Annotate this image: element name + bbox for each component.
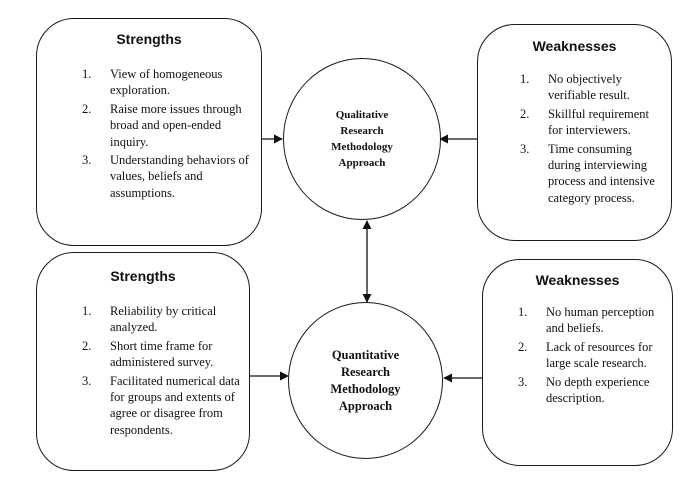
list-item: 3.Facilitated numerical data for groups … — [82, 373, 240, 437]
list-item: 1.No human perception and beliefs. — [518, 305, 655, 336]
list-item: 2.Lack of resources for large scale rese… — [518, 339, 653, 371]
list-item: 2.Skillful requirement for interviewers. — [520, 106, 650, 138]
list-item: 3.Understanding behaviors of values, bel… — [82, 153, 249, 200]
qualitative-approach-circle: Qualitative Research Methodology Approac… — [283, 58, 441, 220]
qualitative-approach-label: Qualitative Research Methodology Approac… — [331, 109, 393, 169]
qualitative-strengths-list: 1.View of homogeneous exploration. 2.Rai… — [82, 66, 262, 203]
list-item: 3.No depth experience description. — [518, 374, 650, 406]
quantitative-weaknesses-list: 1.No human perception and beliefs. 2.Lac… — [518, 304, 668, 408]
list-item: 1.View of homogeneous exploration. — [82, 67, 223, 98]
quantitative-approach-label: Quantitative Research Methodology Approa… — [330, 347, 401, 413]
qualitative-strengths-box: Strengths 1.View of homogeneous explorat… — [36, 18, 262, 246]
quantitative-strengths-box: Strengths 1.Reliability by critical anal… — [36, 252, 250, 471]
qualitative-weaknesses-title: Weaknesses — [532, 38, 617, 54]
list-item: 1.No objectively verifiable result. — [520, 72, 630, 103]
quantitative-strengths-title: Strengths — [110, 268, 176, 284]
quantitative-approach-circle: Quantitative Research Methodology Approa… — [288, 302, 443, 459]
list-item: 2.Short time frame for administered surv… — [82, 338, 214, 370]
list-item: 3.Time consuming during interviewing pro… — [520, 141, 655, 205]
qualitative-weaknesses-box: Weaknesses 1.No objectively verifiable r… — [477, 24, 672, 241]
quantitative-strengths-list: 1.Reliability by critical analyzed. 2.Sh… — [82, 303, 242, 440]
list-item: 2.Raise more issues through broad and op… — [82, 101, 242, 149]
list-item: 1.Reliability by critical analyzed. — [82, 304, 217, 335]
quantitative-weaknesses-box: Weaknesses 1.No human perception and bel… — [482, 259, 673, 466]
qualitative-strengths-title: Strengths — [116, 31, 182, 47]
quantitative-weaknesses-title: Weaknesses — [535, 272, 620, 288]
qualitative-weaknesses-list: 1.No objectively verifiable result. 2.Sk… — [520, 71, 660, 208]
